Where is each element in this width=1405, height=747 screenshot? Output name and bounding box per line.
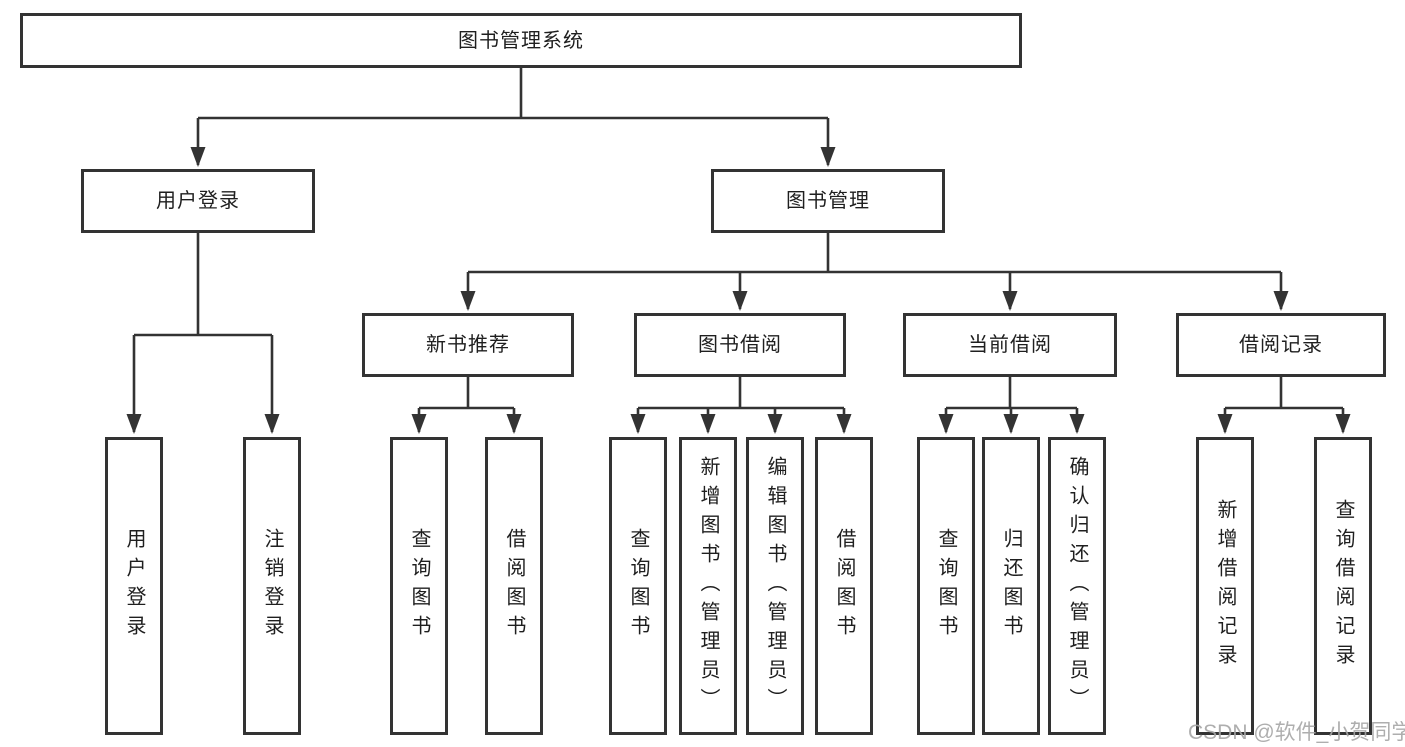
leaf-return-books: 归还图书 xyxy=(982,437,1040,735)
node-label: 用户登录 xyxy=(123,528,145,644)
leaf-query-borrow-record: 查询借阅记录 xyxy=(1314,437,1372,735)
node-label: 图书管理系统 xyxy=(458,29,584,52)
node-label: 查询图书 xyxy=(408,528,430,644)
node-label: 新增图书（管理员） xyxy=(697,455,719,717)
leaf-confirm-return-admin: 确认归还（管理员） xyxy=(1048,437,1106,735)
node-label: 注销登录 xyxy=(261,528,283,644)
node-label: 确认归还（管理员） xyxy=(1066,455,1088,717)
node-label: 编辑图书（管理员） xyxy=(764,455,786,717)
leaf-add-borrow-record: 新增借阅记录 xyxy=(1196,437,1254,735)
leaf-query-books-current: 查询图书 xyxy=(917,437,975,735)
leaf-borrow-books-recommend: 借阅图书 xyxy=(485,437,543,735)
node-new-book-recommend: 新书推荐 xyxy=(362,313,574,377)
node-borrow-records: 借阅记录 xyxy=(1176,313,1386,377)
node-book-management: 图书管理 xyxy=(711,169,945,233)
node-label: 新增借阅记录 xyxy=(1214,499,1236,673)
node-label: 归还图书 xyxy=(1000,528,1022,644)
node-label: 图书借阅 xyxy=(698,334,782,356)
leaf-borrow-books: 借阅图书 xyxy=(815,437,873,735)
leaf-query-books-borrow: 查询图书 xyxy=(609,437,667,735)
node-label: 查询图书 xyxy=(935,528,957,644)
node-label: 查询借阅记录 xyxy=(1332,499,1354,673)
node-label: 当前借阅 xyxy=(968,334,1052,356)
node-label: 查询图书 xyxy=(627,528,649,644)
leaf-edit-books-admin: 编辑图书（管理员） xyxy=(746,437,804,735)
node-current-borrow: 当前借阅 xyxy=(903,313,1117,377)
watermark: CSDN @软件_小贺同学 xyxy=(1188,721,1405,744)
node-label: 新书推荐 xyxy=(426,334,510,356)
node-label: 用户登录 xyxy=(156,190,240,212)
leaf-query-books-recommend: 查询图书 xyxy=(390,437,448,735)
leaf-user-login: 用户登录 xyxy=(105,437,163,735)
leaf-add-books-admin: 新增图书（管理员） xyxy=(679,437,737,735)
node-label: 图书管理 xyxy=(786,190,870,212)
node-label: 借阅记录 xyxy=(1239,334,1323,356)
node-label: 借阅图书 xyxy=(503,528,525,644)
node-label: 借阅图书 xyxy=(833,528,855,644)
leaf-logout: 注销登录 xyxy=(243,437,301,735)
node-user-login: 用户登录 xyxy=(81,169,315,233)
node-book-borrow: 图书借阅 xyxy=(634,313,846,377)
node-library-management-system: 图书管理系统 xyxy=(20,13,1022,68)
